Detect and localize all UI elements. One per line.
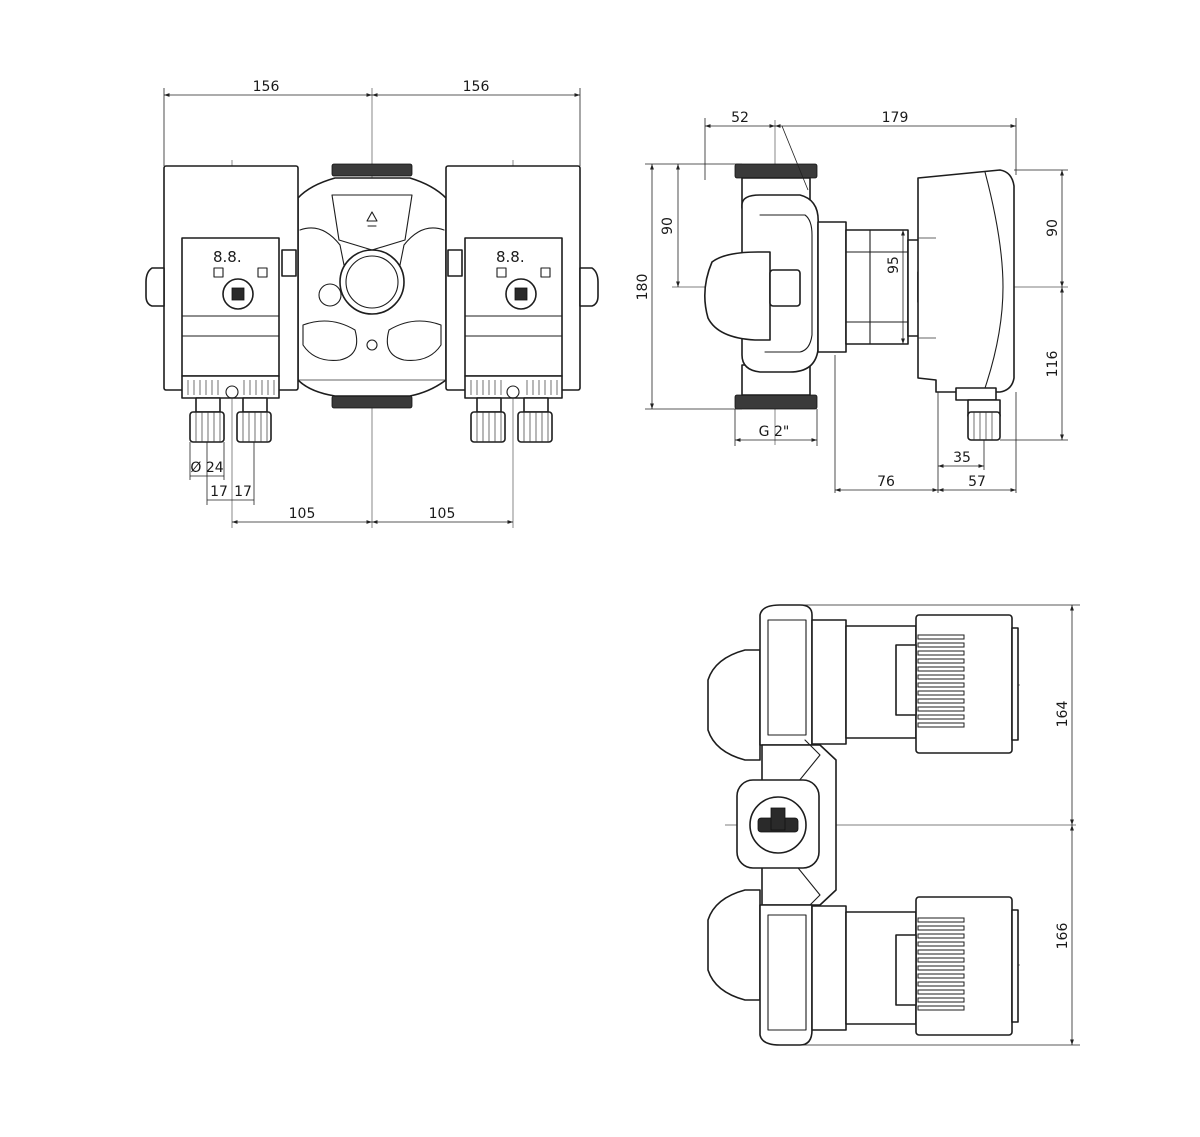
top-upper-unit	[707, 604, 1019, 761]
top-upper-fins	[917, 634, 965, 728]
top-dimensions: 164 166	[800, 604, 1080, 1046]
right-screw-icon	[506, 385, 520, 399]
left-mode-button-a[interactable]	[213, 267, 224, 278]
dim-top-lower-half: 166	[1055, 923, 1071, 950]
dim-offset-right: 105	[429, 506, 456, 522]
top-view: 164 166	[707, 604, 1080, 1046]
pump-body-front	[297, 163, 447, 409]
right-mode-button-b[interactable]	[540, 267, 551, 278]
left-mode-button-b[interactable]	[257, 267, 268, 278]
dim-offset-left: 105	[289, 506, 316, 522]
right-display-readout: 8.8.	[496, 248, 525, 266]
dim-side-height-lower-right: 116	[1045, 351, 1061, 378]
left-fins	[187, 380, 275, 395]
dim-top-upper-half: 164	[1055, 701, 1071, 728]
dim-side-top-right: 179	[882, 110, 909, 126]
left-cable-gland-b	[236, 397, 272, 443]
dim-front-width-left: 156	[253, 79, 280, 95]
dim-side-bottom-right: 57	[968, 474, 986, 490]
dim-side-height-total: 180	[635, 274, 651, 301]
right-cable-gland-b	[517, 397, 553, 443]
dim-gland-spacing-a: 17	[210, 484, 228, 500]
control-head-side	[917, 169, 1015, 441]
dim-side-height-upper-left: 90	[660, 217, 676, 235]
dim-side-top-left: 52	[731, 110, 749, 126]
pump-housing-side	[704, 163, 819, 410]
dim-gland-spacing-b: 17	[234, 484, 252, 500]
dim-side-bottom-left: 76	[877, 474, 895, 490]
right-mode-button-a[interactable]	[496, 267, 507, 278]
dim-front-width-right: 156	[463, 79, 490, 95]
right-fins	[470, 380, 558, 395]
dim-gland-offset: 35	[953, 450, 971, 466]
right-cable-gland-a	[470, 397, 506, 443]
dim-motor-diameter: 95	[886, 256, 902, 274]
side-dimensions: 52 179 180 90 95 90 116 G 2"	[635, 110, 1068, 493]
left-display-readout: 8.8.	[213, 248, 242, 266]
top-center-valve	[736, 739, 837, 911]
left-motor-head: 8.8.	[145, 165, 299, 443]
left-cable-gland-a	[189, 397, 225, 443]
dim-connection-thread: G 2"	[759, 424, 790, 440]
side-view: 52 179 180 90 95 90 116 G 2"	[635, 110, 1068, 493]
top-lower-unit	[707, 889, 1019, 1046]
front-view: 8.8.	[145, 79, 599, 528]
front-dimensions: 156 156 Ø 24 17 17 105 105	[163, 79, 581, 524]
right-motor-head: 8.8.	[445, 165, 599, 443]
top-lower-fins	[917, 917, 965, 1011]
dim-side-height-upper-right: 90	[1045, 219, 1061, 237]
left-screw-icon	[225, 385, 239, 399]
